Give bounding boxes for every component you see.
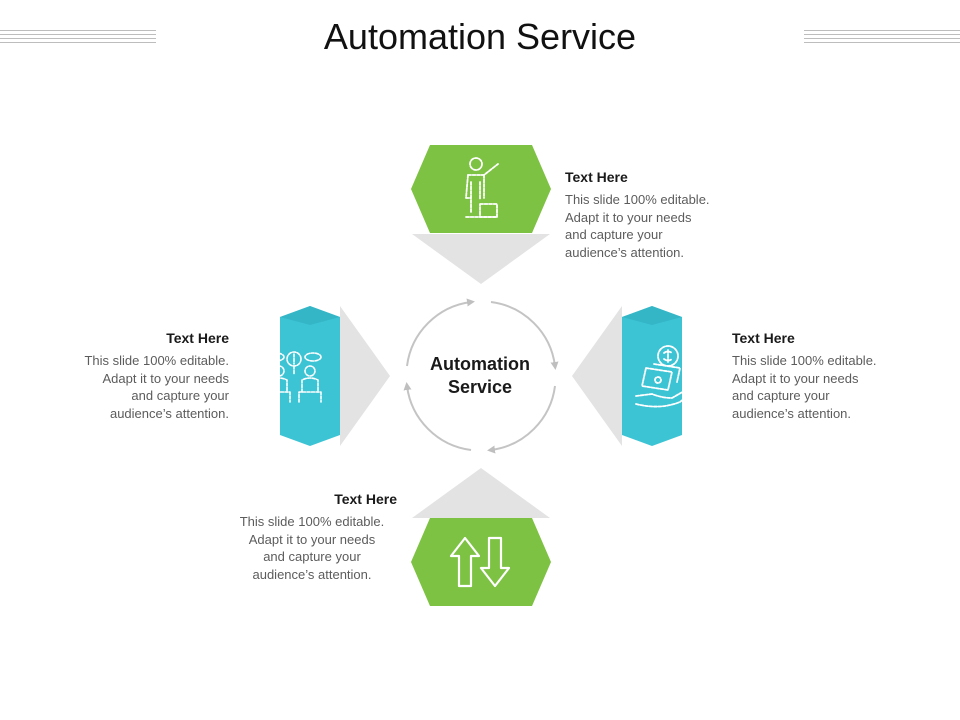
body-line: and capture your xyxy=(565,227,663,242)
page-title: Automation Service xyxy=(323,16,637,57)
center-label-line1: Automation xyxy=(430,354,530,374)
center-label: Automation Service xyxy=(405,353,555,399)
text-block-bottom: Text Here This slide 100% editable. Adap… xyxy=(227,491,397,583)
text-block-heading: Text Here xyxy=(565,169,628,185)
hexagon-left-shade xyxy=(280,306,340,325)
text-block-body: This slide 100% editable. Adapt it to yo… xyxy=(565,191,735,261)
money-in-hand-icon xyxy=(635,345,691,408)
body-line: audience’s attention. xyxy=(109,405,229,421)
body-line: This slide 100% editable. xyxy=(84,353,229,368)
body-line: This slide 100% editable. xyxy=(565,192,710,207)
body-line: This slide 100% editable. xyxy=(732,353,877,368)
body-line: audience’s attention. xyxy=(252,566,372,582)
text-block-heading: Text Here xyxy=(166,330,229,346)
center-label-line2: Service xyxy=(447,377,513,397)
title-decoration-left xyxy=(0,30,156,46)
pointer-triangle-top xyxy=(412,234,550,284)
pointer-triangle-left xyxy=(340,306,390,446)
text-block-heading: Text Here xyxy=(732,330,795,346)
text-block-top: Text Here This slide 100% editable. Adap… xyxy=(565,169,735,261)
body-line: Adapt it to your needs xyxy=(732,370,859,386)
pointer-triangle-right xyxy=(572,306,622,446)
body-line: Adapt it to your needs xyxy=(248,531,376,547)
hexagon-right xyxy=(622,306,682,446)
up-down-arrows-icon xyxy=(449,536,511,588)
text-block-body: This slide 100% editable. Adapt it to yo… xyxy=(59,352,229,422)
body-line: This slide 100% editable. xyxy=(239,514,385,529)
text-block-left: Text Here This slide 100% editable. Adap… xyxy=(59,330,229,422)
person-on-podium-icon xyxy=(465,157,499,218)
text-block-body: This slide 100% editable. Adapt it to yo… xyxy=(227,513,397,583)
pointer-triangle-bottom xyxy=(412,468,550,518)
hexagon-bottom xyxy=(411,518,551,606)
body-line: and capture your xyxy=(131,388,229,403)
hexagon-right-shade xyxy=(622,306,682,325)
body-line: Adapt it to your needs xyxy=(102,370,229,386)
text-block-right: Text Here This slide 100% editable. Adap… xyxy=(732,330,902,422)
two-people-discussing-money-icon xyxy=(267,351,322,403)
body-line: audience’s attention. xyxy=(565,244,685,260)
title-decoration-right xyxy=(804,30,960,46)
body-line: and capture your xyxy=(732,388,830,403)
text-block-body: This slide 100% editable. Adapt it to yo… xyxy=(732,352,902,422)
body-line: and capture your xyxy=(263,549,361,564)
body-line: Adapt it to your needs xyxy=(565,209,692,225)
hexagon-top xyxy=(411,145,551,233)
body-line: audience’s attention. xyxy=(732,405,852,421)
text-block-heading: Text Here xyxy=(334,491,397,507)
center-cycle-circle xyxy=(403,298,559,454)
